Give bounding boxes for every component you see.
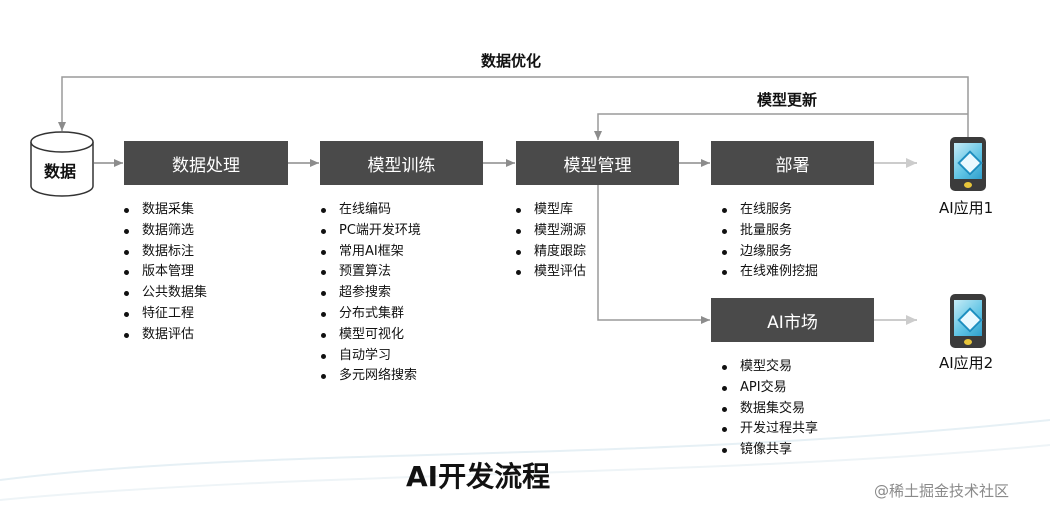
model-management-list: 模型库 模型溯源 精度跟踪 模型评估 (516, 200, 586, 283)
data-optimize-label: 数据优化 (481, 52, 542, 70)
list-item: PC端开发环境 (321, 221, 421, 242)
database-label: 数据 (44, 162, 77, 181)
diagram-title: AI开发流程 (406, 460, 551, 493)
list-item: 数据筛选 (124, 221, 207, 242)
stage-deploy: 部署 (711, 141, 874, 185)
list-item: 开发过程共享 (722, 419, 818, 440)
data-optimize-loop (58, 76, 969, 137)
stage-ai-market: AI市场 (711, 298, 874, 342)
list-item: 模型可视化 (321, 325, 421, 346)
stage-model-training: 模型训练 (320, 141, 483, 185)
list-item: 模型溯源 (516, 221, 586, 242)
data-processing-list: 数据采集 数据筛选 数据标注 版本管理 公共数据集 特征工程 数据评估 (124, 200, 207, 346)
arrow-management-to-market (597, 185, 710, 324)
ai-market-list: 模型交易 API交易 数据集交易 开发过程共享 镜像共享 (722, 357, 818, 461)
list-item: 模型库 (516, 200, 586, 221)
list-item: 数据标注 (124, 242, 207, 263)
list-item: 批量服务 (722, 221, 818, 242)
list-item: 模型交易 (722, 357, 818, 378)
model-training-list: 在线编码 PC端开发环境 常用AI框架 预置算法 超参搜索 分布式集群 模型可视… (321, 200, 421, 387)
background-swoosh (0, 444, 1050, 501)
database-icon (30, 131, 94, 197)
background-swoosh (0, 419, 1050, 481)
list-item: 预置算法 (321, 262, 421, 283)
list-item: 边缘服务 (722, 242, 818, 263)
list-item: 自动学习 (321, 346, 421, 367)
list-item: 超参搜索 (321, 283, 421, 304)
list-item: 常用AI框架 (321, 242, 421, 263)
list-item: 多元网络搜索 (321, 366, 421, 387)
app-2-label: AI应用2 (939, 354, 994, 372)
watermark: @稀土掘金技术社区 (874, 482, 1010, 500)
deploy-list: 在线服务 批量服务 边缘服务 在线难例挖掘 (722, 200, 818, 283)
list-item: 镜像共享 (722, 440, 818, 461)
mobile-phone-icon (950, 294, 986, 348)
model-update-label: 模型更新 (757, 91, 818, 109)
model-update-loop (594, 113, 968, 140)
list-item: 特征工程 (124, 304, 207, 325)
list-item: 精度跟踪 (516, 242, 586, 263)
list-item: 数据评估 (124, 325, 207, 346)
list-item: 在线编码 (321, 200, 421, 221)
mobile-phone-icon (950, 137, 986, 191)
list-item: 数据采集 (124, 200, 207, 221)
list-item: API交易 (722, 378, 818, 399)
list-item: 模型评估 (516, 262, 586, 283)
list-item: 在线服务 (722, 200, 818, 221)
list-item: 在线难例挖掘 (722, 262, 818, 283)
list-item: 公共数据集 (124, 283, 207, 304)
list-item: 版本管理 (124, 262, 207, 283)
stage-model-management: 模型管理 (516, 141, 679, 185)
stage-data-processing: 数据处理 (124, 141, 288, 185)
list-item: 数据集交易 (722, 399, 818, 420)
list-item: 分布式集群 (321, 304, 421, 325)
app-1-label: AI应用1 (939, 199, 994, 217)
